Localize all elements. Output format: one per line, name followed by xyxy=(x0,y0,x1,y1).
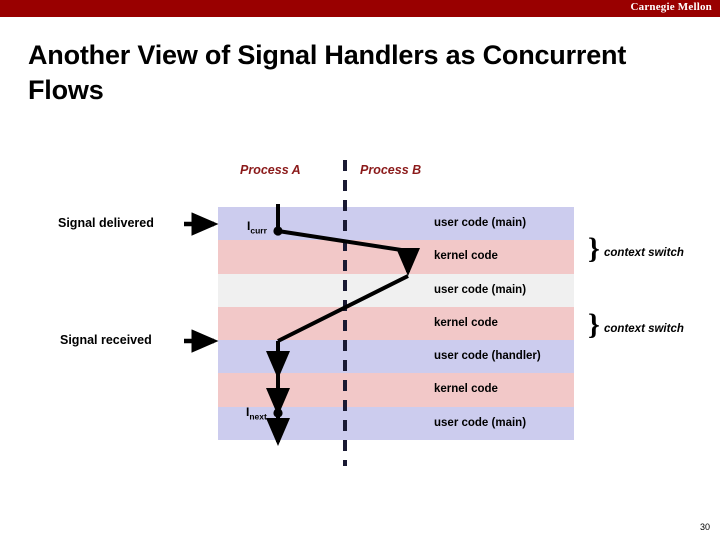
instruction-marker-curr: Icurr xyxy=(247,219,267,235)
instruction-marker-next: Inext xyxy=(246,405,267,421)
band-label: kernel code xyxy=(434,316,498,329)
context-switch-brace-icon: } xyxy=(588,308,600,341)
page-title: Another View of Signal Handlers as Concu… xyxy=(28,40,627,105)
signal-delivered-label: Signal delivered xyxy=(58,216,154,230)
band-label: user code (main) xyxy=(434,416,527,429)
band-row: user code (main) xyxy=(218,273,574,307)
process-b-header: Process B xyxy=(360,163,422,177)
institution-label: Carnegie Mellon xyxy=(630,1,712,13)
execution-band-stack: user code (main) kernel code user code (… xyxy=(218,207,574,440)
instruction-marker-base: I xyxy=(247,219,251,233)
band-label: user code (main) xyxy=(434,283,527,296)
band-row: user code (main) xyxy=(218,406,574,440)
signal-received-label: Signal received xyxy=(60,333,152,347)
context-switch-label: context switch xyxy=(604,247,684,259)
band-label: user code (main) xyxy=(434,217,527,229)
band-row: kernel code xyxy=(218,306,574,341)
band-label: kernel code xyxy=(434,250,498,263)
instruction-marker-sub: curr xyxy=(250,225,267,236)
band-label: user code (handler) xyxy=(434,350,541,363)
slide-number: 30 xyxy=(699,522,710,532)
top-banner xyxy=(0,0,720,17)
context-switch-label: context switch xyxy=(604,323,684,335)
process-a-header: Process A xyxy=(240,163,301,177)
band-row: kernel code xyxy=(218,240,574,274)
instruction-marker-base: I xyxy=(246,405,250,419)
band-row: user code (main) xyxy=(218,207,574,241)
band-label: kernel code xyxy=(434,383,498,396)
band-row: kernel code xyxy=(218,373,574,407)
instruction-marker-sub: next xyxy=(249,411,267,422)
context-switch-brace-icon: } xyxy=(588,232,600,265)
band-row: user code (handler) xyxy=(218,340,574,374)
